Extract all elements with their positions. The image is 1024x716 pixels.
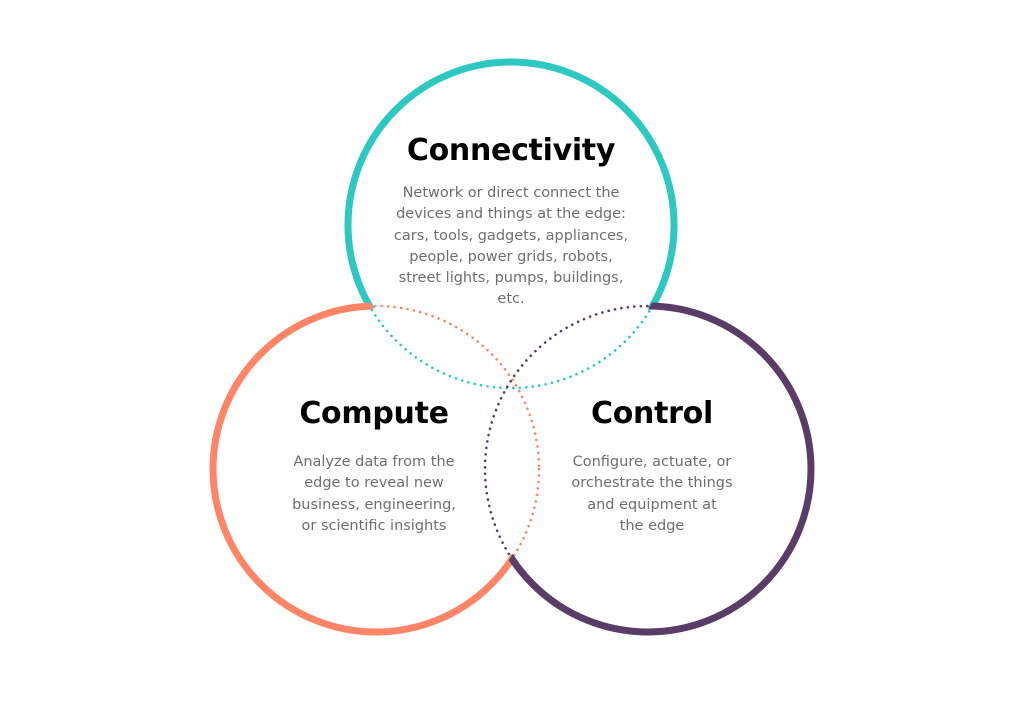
- connectivity-title: Connectivity: [406, 133, 616, 168]
- control-circle: [481, 302, 815, 636]
- compute-description: Analyze data from the edge to reveal new…: [224, 452, 524, 537]
- description-line: Network or direct connect the: [402, 185, 620, 201]
- compute-title: Compute: [299, 396, 449, 431]
- control-label: Control Configure, actuate, or orchestra…: [502, 396, 802, 537]
- connectivity-description: Network or direct connect the devices an…: [361, 183, 661, 311]
- compute-circle: [209, 302, 543, 636]
- description-line: and equipment at: [587, 496, 717, 513]
- description-line: business, engineering,: [292, 496, 456, 513]
- compute-label: Compute Analyze data from the edge to re…: [224, 396, 524, 537]
- description-line: the edge: [619, 517, 685, 534]
- description-line: cars, tools, gadgets, appliances,: [393, 227, 629, 244]
- description-line: street lights, pumps, buildings,: [398, 270, 624, 287]
- description-line: orchestrate the things: [571, 475, 733, 492]
- description-line: devices and things at the edge:: [396, 206, 626, 223]
- description-line: etc.: [497, 291, 525, 308]
- connectivity-label: Connectivity Network or direct connect t…: [361, 133, 661, 311]
- control-title: Control: [591, 396, 713, 431]
- description-line: edge to reveal new: [304, 475, 444, 492]
- description-line: Configure, actuate, or: [572, 454, 732, 470]
- connectivity-circle: [344, 58, 678, 392]
- description-line: or scientific insights: [301, 517, 447, 534]
- control-description: Configure, actuate, or orchestrate the t…: [502, 452, 802, 537]
- description-line: people, power grids, robots,: [409, 248, 613, 265]
- description-line: Analyze data from the: [293, 454, 455, 470]
